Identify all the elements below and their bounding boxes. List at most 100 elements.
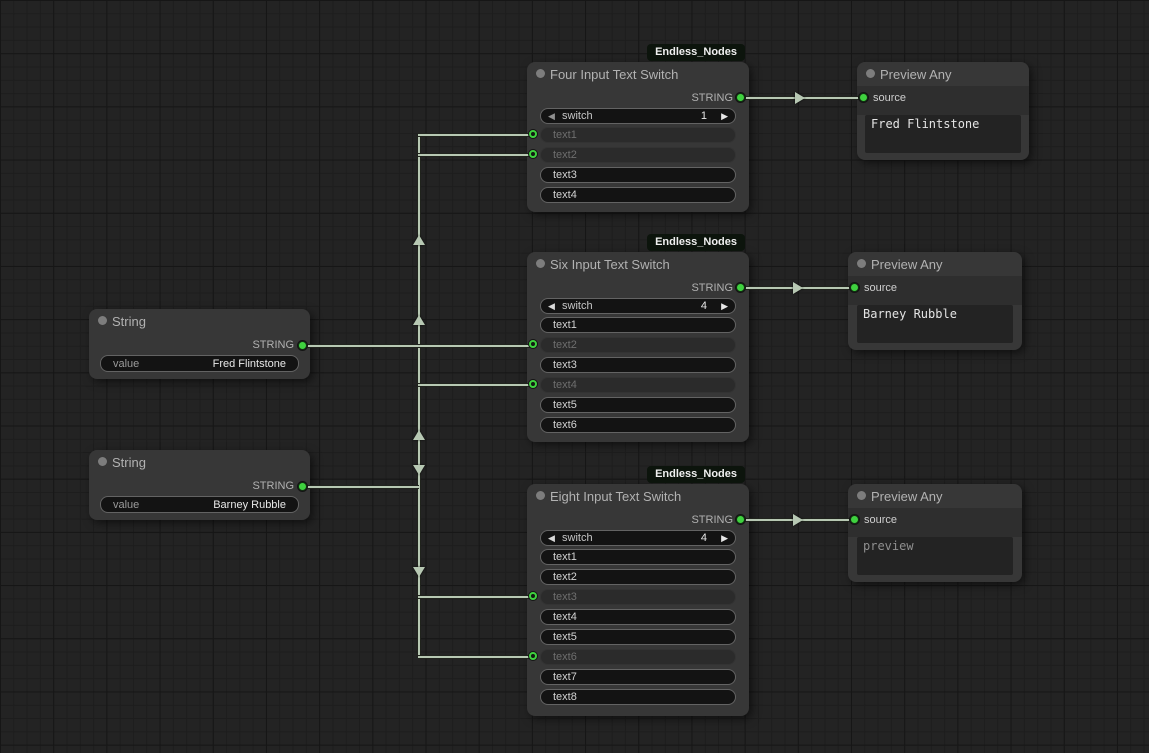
input-slot-text2[interactable] [529, 150, 537, 158]
switch-label: switch [562, 532, 593, 544]
link-arrow-icon [413, 235, 425, 245]
switch-widget[interactable]: ◀ switch 4 ▶ [540, 530, 736, 546]
node-preview-any-2[interactable]: Preview Any source Barney Rubble [848, 252, 1022, 350]
collapse-dot-icon[interactable] [857, 259, 866, 268]
widget-text5[interactable]: text5 [540, 397, 736, 413]
output-label: STRING [252, 480, 294, 492]
widget-text4[interactable]: text4 [540, 609, 736, 625]
decrement-icon[interactable]: ◀ [548, 533, 555, 543]
node-six-input-text-switch[interactable]: Six Input Text Switch STRING ◀ switch 4 … [527, 252, 749, 442]
link-wire [418, 134, 534, 136]
widget-label: text8 [553, 691, 577, 703]
widget-label: value [113, 358, 140, 370]
preview-textarea[interactable]: Barney Rubble [857, 305, 1013, 343]
collapse-dot-icon[interactable] [536, 491, 545, 500]
widget-text1[interactable]: text1 [540, 317, 736, 333]
collapse-dot-icon[interactable] [98, 316, 107, 325]
widget-text2[interactable]: text2 [540, 569, 736, 585]
link-arrow-icon [413, 465, 425, 475]
collapse-dot-icon[interactable] [536, 69, 545, 78]
preview-textarea[interactable]: Fred Flintstone [865, 115, 1021, 153]
preview-textarea[interactable]: preview [857, 537, 1013, 575]
increment-icon[interactable]: ▶ [721, 301, 728, 311]
widget-text6[interactable]: text6 [540, 649, 736, 665]
widget-label: value [113, 499, 140, 511]
widget-label: text1 [553, 129, 577, 141]
widget-label: text7 [553, 671, 577, 683]
output-slot[interactable] [736, 515, 745, 524]
output-slot[interactable] [298, 482, 307, 491]
input-label: source [864, 514, 898, 526]
widget-text7[interactable]: text7 [540, 669, 736, 685]
increment-icon[interactable]: ▶ [721, 533, 728, 543]
link-arrow-icon [413, 430, 425, 440]
output-slot[interactable] [736, 93, 745, 102]
widget-text2[interactable]: text2 [540, 337, 736, 353]
link-wire [418, 656, 534, 658]
decrement-icon[interactable]: ◀ [548, 111, 555, 121]
node-title: Six Input Text Switch [550, 257, 670, 272]
output-label: STRING [691, 282, 733, 294]
output-slot[interactable] [736, 283, 745, 292]
widget-text8[interactable]: text8 [540, 689, 736, 705]
value-widget[interactable]: value Barney Rubble [100, 496, 299, 513]
node-preview-any-3[interactable]: Preview Any source preview [848, 484, 1022, 582]
node-title: Eight Input Text Switch [550, 489, 682, 504]
node-string-1[interactable]: String STRING value Fred Flintstone [89, 309, 310, 379]
node-preview-any-1[interactable]: Preview Any source Fred Flintstone [857, 62, 1029, 160]
widget-text2[interactable]: text2 [540, 147, 736, 163]
input-slot-source[interactable] [850, 515, 859, 524]
link-arrow-icon [793, 514, 803, 526]
output-slot[interactable] [298, 341, 307, 350]
node-title: String [112, 455, 146, 470]
increment-icon[interactable]: ▶ [721, 111, 728, 121]
link-wire [303, 345, 534, 347]
widget-text4[interactable]: text4 [540, 187, 736, 203]
node-title: String [112, 314, 146, 329]
widget-text3[interactable]: text3 [540, 589, 736, 605]
link-arrow-icon [793, 282, 803, 294]
collapse-dot-icon[interactable] [536, 259, 545, 268]
input-slot-source[interactable] [859, 93, 868, 102]
widget-text4[interactable]: text4 [540, 377, 736, 393]
collapse-dot-icon[interactable] [98, 457, 107, 466]
widget-text3[interactable]: text3 [540, 167, 736, 183]
node-title: Preview Any [871, 489, 943, 504]
collapse-dot-icon[interactable] [866, 69, 875, 78]
link-arrow-icon [413, 315, 425, 325]
switch-widget[interactable]: ◀ switch 1 ▶ [540, 108, 736, 124]
widget-text1[interactable]: text1 [540, 127, 736, 143]
collapse-dot-icon[interactable] [857, 491, 866, 500]
decrement-icon[interactable]: ◀ [548, 301, 555, 311]
widget-label: text2 [553, 571, 577, 583]
widget-text3[interactable]: text3 [540, 357, 736, 373]
input-slot-text6[interactable] [529, 652, 537, 660]
node-title: Four Input Text Switch [550, 67, 679, 82]
node-eight-input-text-switch[interactable]: Eight Input Text Switch STRING ◀ switch … [527, 484, 749, 716]
input-slot-text4[interactable] [529, 380, 537, 388]
link-wire [418, 134, 420, 657]
input-slot-text3[interactable] [529, 592, 537, 600]
input-label: source [873, 92, 907, 104]
widget-value: Fred Flintstone [212, 358, 286, 370]
input-slot-text1[interactable] [529, 130, 537, 138]
node-badge: Endless_Nodes [647, 466, 745, 483]
link-wire [418, 154, 534, 156]
widget-label: text4 [553, 189, 577, 201]
widget-label: text5 [553, 399, 577, 411]
switch-widget[interactable]: ◀ switch 4 ▶ [540, 298, 736, 314]
node-string-2[interactable]: String STRING value Barney Rubble [89, 450, 310, 520]
input-band [857, 86, 1029, 115]
widget-text5[interactable]: text5 [540, 629, 736, 645]
node-four-input-text-switch[interactable]: Four Input Text Switch STRING ◀ switch 1… [527, 62, 749, 212]
input-slot-source[interactable] [850, 283, 859, 292]
widget-text6[interactable]: text6 [540, 417, 736, 433]
switch-value: 1 [700, 110, 707, 122]
output-label: STRING [252, 339, 294, 351]
widget-text1[interactable]: text1 [540, 549, 736, 565]
value-widget[interactable]: value Fred Flintstone [100, 355, 299, 372]
link-wire [418, 384, 534, 386]
node-badge: Endless_Nodes [647, 234, 745, 251]
input-slot-text2[interactable] [529, 340, 537, 348]
